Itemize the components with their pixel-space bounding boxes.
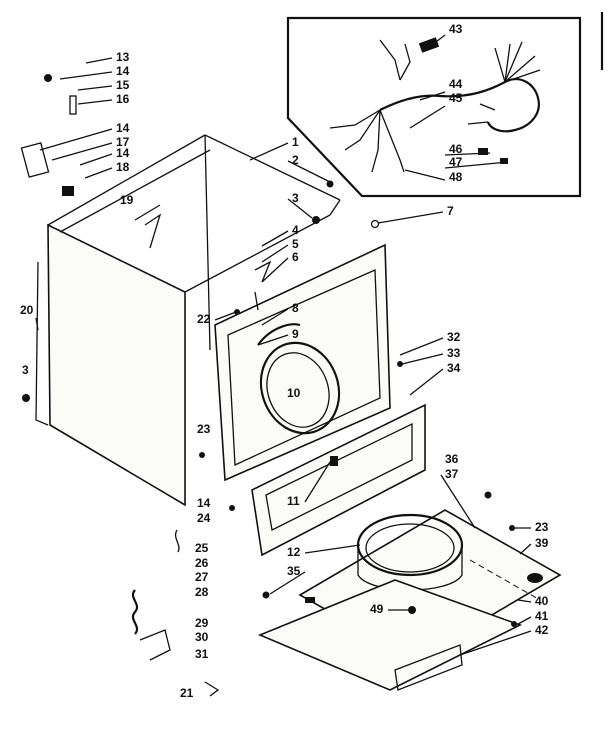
part-number-p33: 33 (447, 346, 461, 360)
part-number-p12: 12 (287, 545, 301, 559)
part-number-labels: 1314151614171418191234567891020322323334… (20, 22, 549, 700)
part-number-p29: 29 (195, 616, 209, 630)
wire-harness-inset (286, 16, 582, 198)
part-number-p14d: 14 (197, 496, 211, 510)
part-number-p37: 37 (445, 467, 459, 481)
part-number-p26: 26 (195, 556, 209, 570)
part-number-p11: 11 (287, 494, 300, 508)
part-number-p3a: 3 (292, 191, 299, 205)
part-number-p49: 49 (370, 602, 384, 616)
cabinet-frame (35, 134, 341, 507)
part-number-p14a: 14 (116, 64, 130, 78)
part-number-p41: 41 (535, 609, 549, 623)
part-number-p9: 9 (292, 327, 299, 341)
part-number-p20: 20 (20, 303, 34, 317)
part-number-p5: 5 (292, 237, 299, 251)
leader-lines (35, 57, 532, 656)
part-number-p47: 47 (449, 155, 463, 169)
part-number-p22: 22 (197, 312, 211, 326)
part-number-p18: 18 (116, 160, 130, 174)
part-number-p44: 44 (449, 77, 463, 91)
part-number-p7: 7 (447, 204, 454, 218)
toe-panel (251, 403, 426, 557)
part-number-p1: 1 (292, 135, 299, 149)
part-number-p14b: 14 (116, 121, 130, 135)
part-number-p32: 32 (447, 330, 461, 344)
part-number-p3b: 3 (22, 363, 29, 377)
part-number-p48: 48 (449, 170, 463, 184)
part-number-p2: 2 (292, 153, 299, 167)
part-number-p19: 19 (120, 193, 134, 207)
part-number-p8: 8 (292, 301, 299, 315)
part-number-p28: 28 (195, 585, 209, 599)
part-number-p45: 45 (449, 91, 463, 105)
part-number-p42: 42 (535, 623, 549, 637)
part-number-p43: 43 (449, 22, 463, 36)
part-number-p4: 4 (292, 223, 299, 237)
base-assembly (257, 509, 562, 691)
part-number-p35: 35 (287, 564, 301, 578)
part-number-p14c: 14 (116, 146, 130, 160)
part-number-p25: 25 (195, 541, 209, 555)
part-number-p39: 39 (535, 536, 549, 550)
hardware-parts (20, 74, 543, 697)
part-number-p34: 34 (447, 361, 461, 375)
part-number-p23a: 23 (197, 422, 211, 436)
part-number-p21: 21 (180, 686, 194, 700)
part-number-p31: 31 (195, 647, 209, 661)
part-number-p40: 40 (535, 594, 549, 608)
part-number-p30: 30 (195, 630, 209, 644)
part-number-p24: 24 (197, 511, 211, 525)
part-number-p23b: 23 (535, 520, 549, 534)
part-number-p6: 6 (292, 250, 299, 264)
part-number-p17: 17 (116, 135, 130, 149)
part-number-p27: 27 (195, 570, 209, 584)
part-number-p16: 16 (116, 92, 130, 106)
part-number-p13: 13 (116, 50, 130, 64)
part-number-p46: 46 (449, 142, 463, 156)
part-number-p10: 10 (287, 386, 301, 400)
part-number-p36: 36 (445, 452, 459, 466)
front-panel (214, 243, 391, 482)
part-number-p15: 15 (116, 78, 130, 92)
